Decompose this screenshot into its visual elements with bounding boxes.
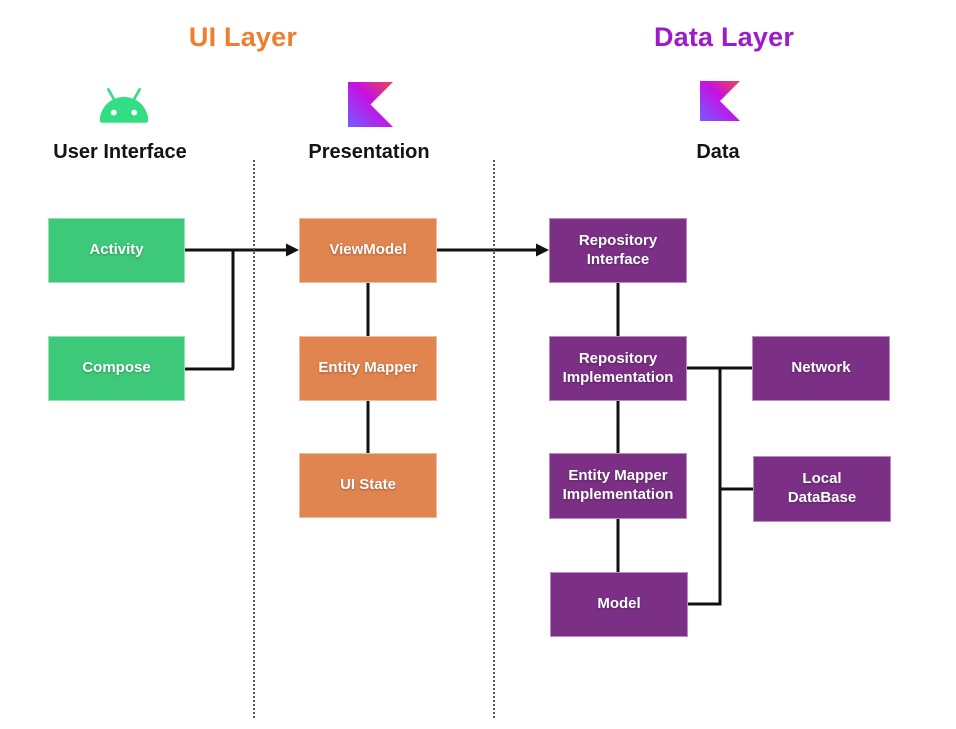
- node-viewmodel: ViewModel: [299, 218, 437, 283]
- column-label-presentation: Presentation: [308, 141, 430, 163]
- node-compose: Compose: [48, 336, 185, 401]
- node-repository-interface: Repository Interface: [549, 218, 687, 283]
- ui-layer-title: UI Layer: [188, 22, 298, 52]
- column-separator: [253, 160, 255, 718]
- node-entity-mapper: Entity Mapper: [299, 336, 437, 401]
- android-icon: [99, 88, 149, 123]
- column-label-data: Data: [696, 141, 740, 163]
- node-model: Model: [550, 572, 688, 637]
- node-activity: Activity: [48, 218, 185, 283]
- kotlin-icon: [700, 81, 740, 121]
- node-network: Network: [752, 336, 890, 401]
- column-separator: [493, 160, 495, 718]
- column-label-user-interface: User Interface: [53, 141, 187, 163]
- kotlin-icon: [348, 82, 393, 127]
- node-ui-state: UI State: [299, 453, 437, 518]
- data-layer-title: Data Layer: [653, 22, 795, 52]
- node-local-database: Local DataBase: [753, 456, 891, 522]
- node-repository-implementation: Repository Implementation: [549, 336, 687, 401]
- node-entity-mapper-implementation: Entity Mapper Implementation: [549, 453, 687, 519]
